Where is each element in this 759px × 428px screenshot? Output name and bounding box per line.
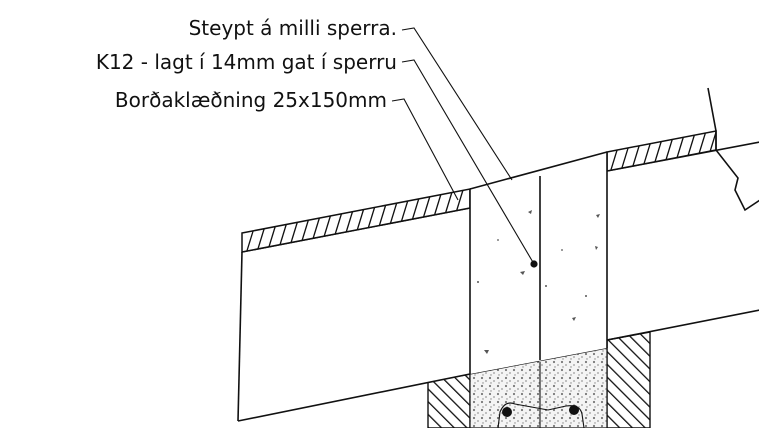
leader-line-2 — [401, 59, 535, 265]
wall-left-hatched — [427, 373, 471, 428]
wall-right-hatched — [606, 331, 651, 428]
leader-line-1 — [401, 27, 513, 181]
wall-top-break-line — [707, 87, 759, 212]
poured-concrete — [469, 151, 608, 374]
label-1: Steypt á milli sperra. — [189, 16, 397, 40]
concrete-aggregate-specks — [477, 210, 600, 354]
rebar-loop — [497, 402, 585, 428]
label-3: Borðaklæðning 25x150mm — [115, 88, 387, 112]
label-2: K12 - lagt í 14mm gat í sperru — [96, 50, 397, 74]
leader-line-3 — [391, 98, 459, 201]
rafter — [237, 141, 759, 422]
